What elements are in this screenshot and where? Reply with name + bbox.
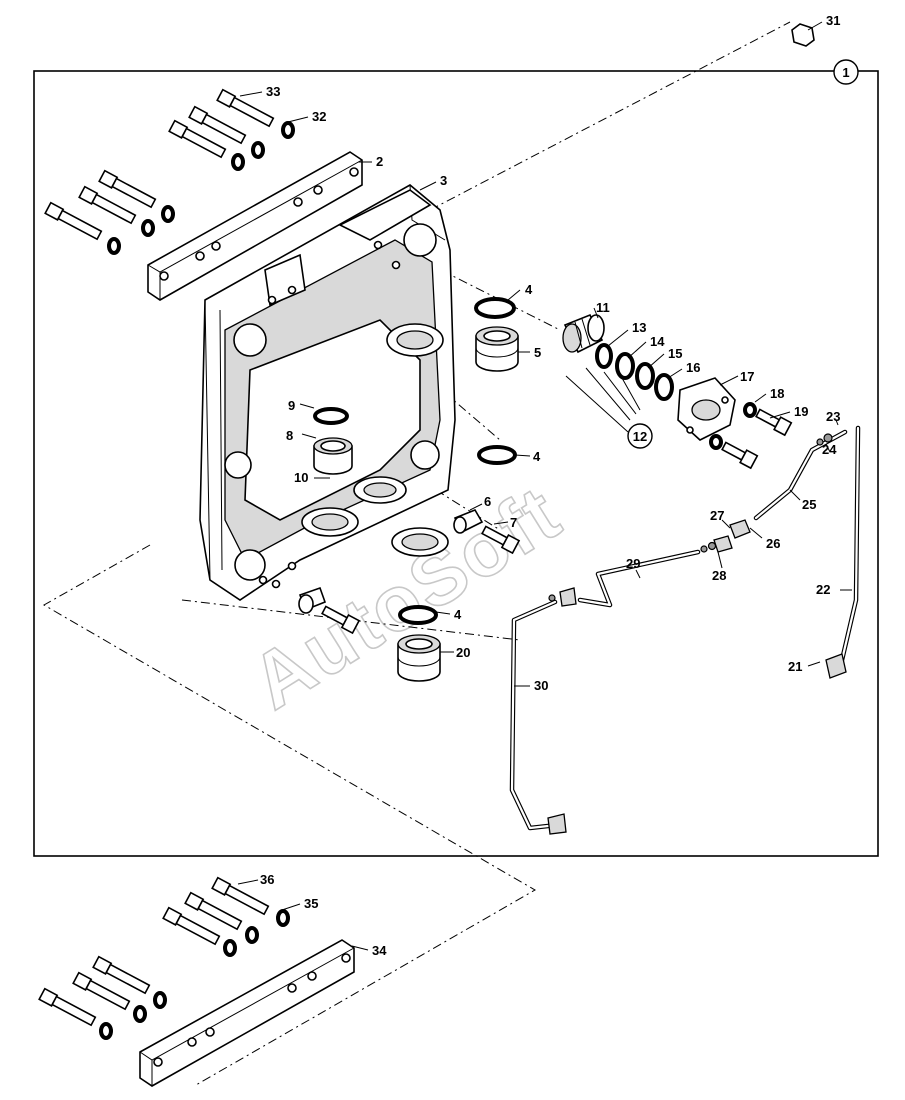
callout-15: 15 — [668, 346, 682, 361]
nut-31 — [791, 23, 815, 47]
callout-7: 7 — [510, 515, 517, 530]
callout-3: 3 — [440, 173, 447, 188]
callout-20: 20 — [456, 645, 470, 660]
seal-15 — [635, 362, 655, 390]
callout-27: 27 — [710, 508, 724, 523]
callout-31: 31 — [826, 13, 840, 28]
callout-9: 9 — [288, 398, 295, 413]
callout-25: 25 — [802, 497, 816, 512]
pin-and-bolt — [298, 509, 521, 635]
washer-set-upper — [107, 121, 295, 255]
callout-28: 28 — [712, 568, 726, 583]
callout-19: 19 — [794, 404, 808, 419]
flange-cover — [677, 377, 736, 441]
callout-labels: 1 12 2 3 4 4 4 5 6 7 8 9 10 11 13 14 15 … — [260, 13, 850, 958]
callout-4-upper: 4 — [525, 282, 533, 297]
callout-6: 6 — [484, 494, 491, 509]
callout-16: 16 — [686, 360, 700, 375]
snap-ring — [313, 407, 349, 425]
callout-14: 14 — [650, 334, 665, 349]
o-ring-lower — [398, 605, 438, 625]
callout-24: 24 — [822, 442, 837, 457]
callout-32: 32 — [312, 109, 326, 124]
bushing-upper — [475, 326, 519, 372]
callout-36: 36 — [260, 872, 274, 887]
seal-16 — [654, 373, 674, 401]
callout-34: 34 — [372, 943, 387, 958]
callout-26: 26 — [766, 536, 780, 551]
bushing-center — [313, 437, 353, 475]
washer-set-lower — [99, 909, 290, 1040]
seal-14 — [615, 352, 635, 380]
callout-5: 5 — [534, 345, 541, 360]
pivot-bosses — [301, 323, 449, 557]
callout-30: 30 — [534, 678, 548, 693]
callout-22: 22 — [816, 582, 830, 597]
callout-12: 12 — [633, 429, 647, 444]
bushing-lower — [397, 634, 441, 682]
bolt-set-lower — [38, 876, 270, 1027]
callout-13: 13 — [632, 320, 646, 335]
callout-17: 17 — [740, 369, 754, 384]
callout-23: 23 — [826, 409, 840, 424]
mounting-plate-upper — [147, 151, 363, 301]
callout-29: 29 — [626, 556, 640, 571]
valve-fitting — [562, 313, 605, 354]
flange-bolts — [709, 402, 793, 470]
callout-18: 18 — [770, 386, 784, 401]
callout-11: 11 — [596, 300, 610, 315]
callout-circle-12 — [627, 423, 653, 449]
o-ring-upper — [474, 297, 516, 319]
seal-13 — [595, 343, 613, 369]
callout-35: 35 — [304, 896, 318, 911]
callout-circle-1 — [833, 59, 859, 85]
leader-lines — [237, 21, 852, 951]
callout-1: 1 — [842, 65, 849, 80]
callout-4-lower: 4 — [454, 607, 462, 622]
mounting-plate-lower — [139, 939, 355, 1087]
callout-33: 33 — [266, 84, 280, 99]
hydraulic-pipes — [509, 425, 861, 835]
o-ring-middle — [477, 445, 517, 465]
bolt-set-upper — [44, 88, 275, 241]
callout-2: 2 — [376, 154, 383, 169]
callout-10: 10 — [294, 470, 308, 485]
callout-8: 8 — [286, 428, 293, 443]
callout-21: 21 — [788, 659, 802, 674]
assembly-frame — [33, 70, 879, 857]
callout-4-middle: 4 — [533, 449, 541, 464]
